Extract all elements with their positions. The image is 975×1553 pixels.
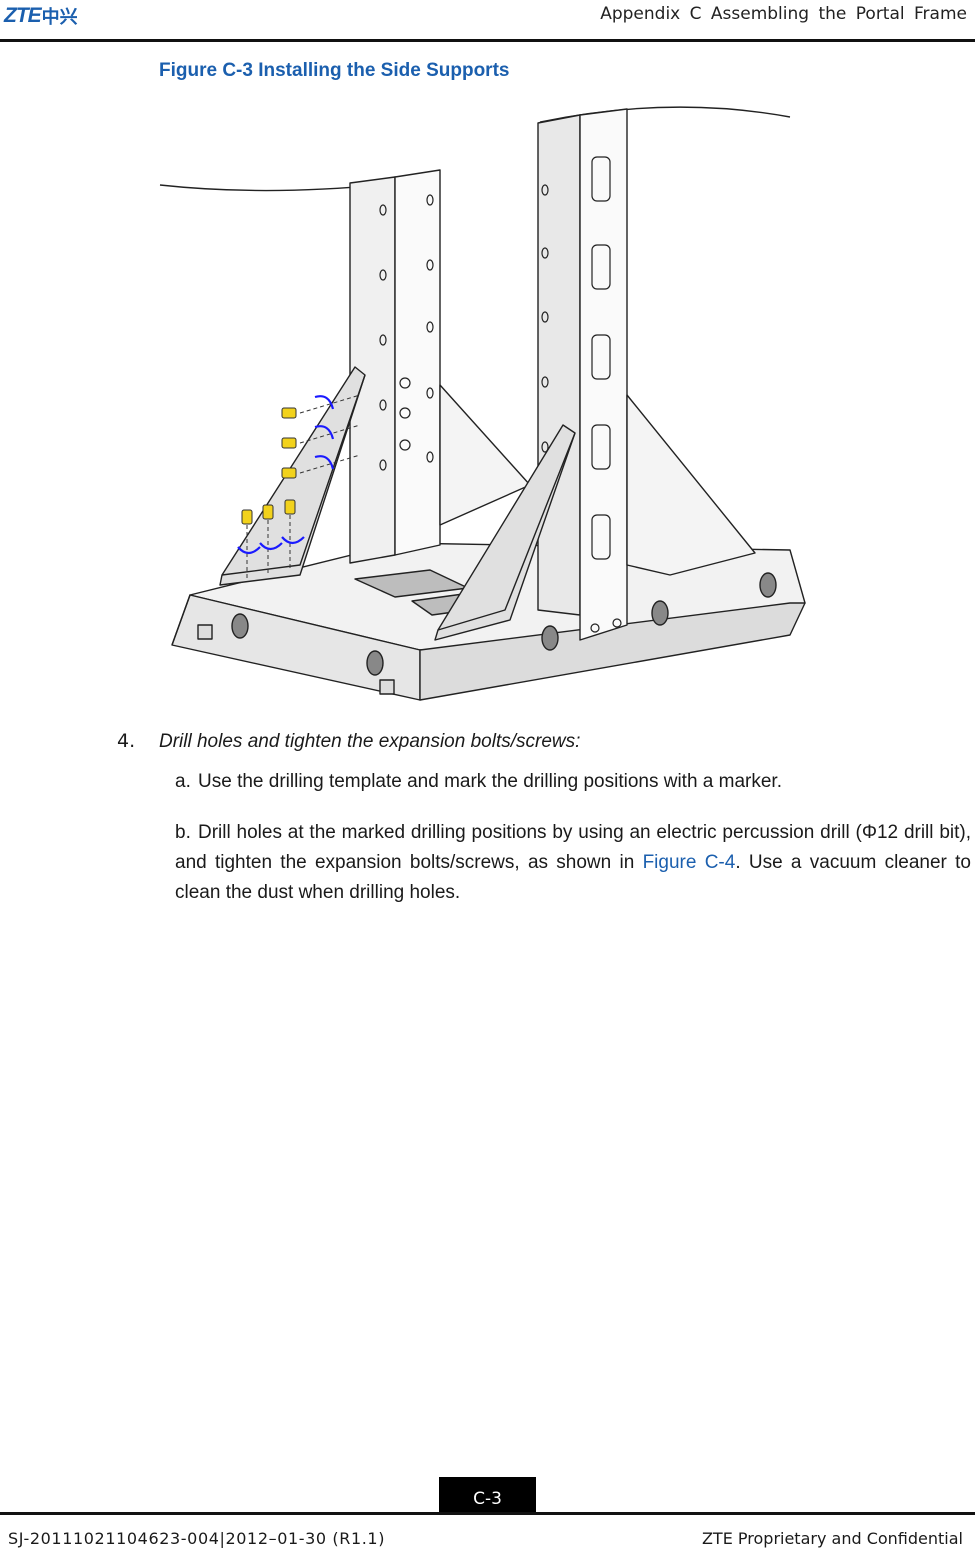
- logo-chinese: 中兴: [41, 7, 78, 28]
- rotation-arrows: [237, 395, 335, 555]
- substep-b-label: b.: [175, 822, 191, 843]
- step-4: 4. Drill holes and tighten the expansion …: [117, 730, 580, 753]
- page-number: C-3: [439, 1477, 536, 1513]
- substep-b-text-1: Drill holes at the marked drilling posit…: [175, 822, 971, 873]
- substep-a-label: a.: [175, 771, 191, 792]
- substep-b-text-2: . Use a vacuum cleaner to clean the dust…: [175, 852, 972, 903]
- figure-caption: Figure C-3 Installing the Side Supports: [159, 60, 510, 81]
- base-front-right: [419, 602, 806, 701]
- figure-c4-link[interactable]: Figure C-4: [642, 852, 736, 873]
- bolts: [241, 407, 297, 525]
- confidentiality-note: ZTE Proprietary and Confidential: [701, 1529, 963, 1548]
- side-supports-illustration: [159, 106, 806, 701]
- right-upright: [537, 114, 581, 616]
- zte-logo: ZTE 中兴: [4, 4, 78, 28]
- substep-a: a. Use the drilling template and mark the…: [175, 767, 965, 797]
- substep-a-text: Use the drilling template and mark the d…: [198, 771, 782, 792]
- footer-rule: [0, 1512, 975, 1515]
- side-support-right: [434, 424, 576, 641]
- logo-latin: ZTE: [4, 4, 42, 27]
- header-rule: [0, 39, 975, 42]
- step-text: Drill holes and tighten the expansion bo…: [159, 731, 581, 752]
- running-title: Appendix C Assembling the Portal Frame: [600, 4, 967, 24]
- substep-b: b.Drill holes at the marked drilling pos…: [175, 818, 971, 908]
- document-id: SJ-20111021104623-004|2012–01-30 (R1.1): [8, 1529, 386, 1548]
- step-number: 4.: [117, 730, 136, 752]
